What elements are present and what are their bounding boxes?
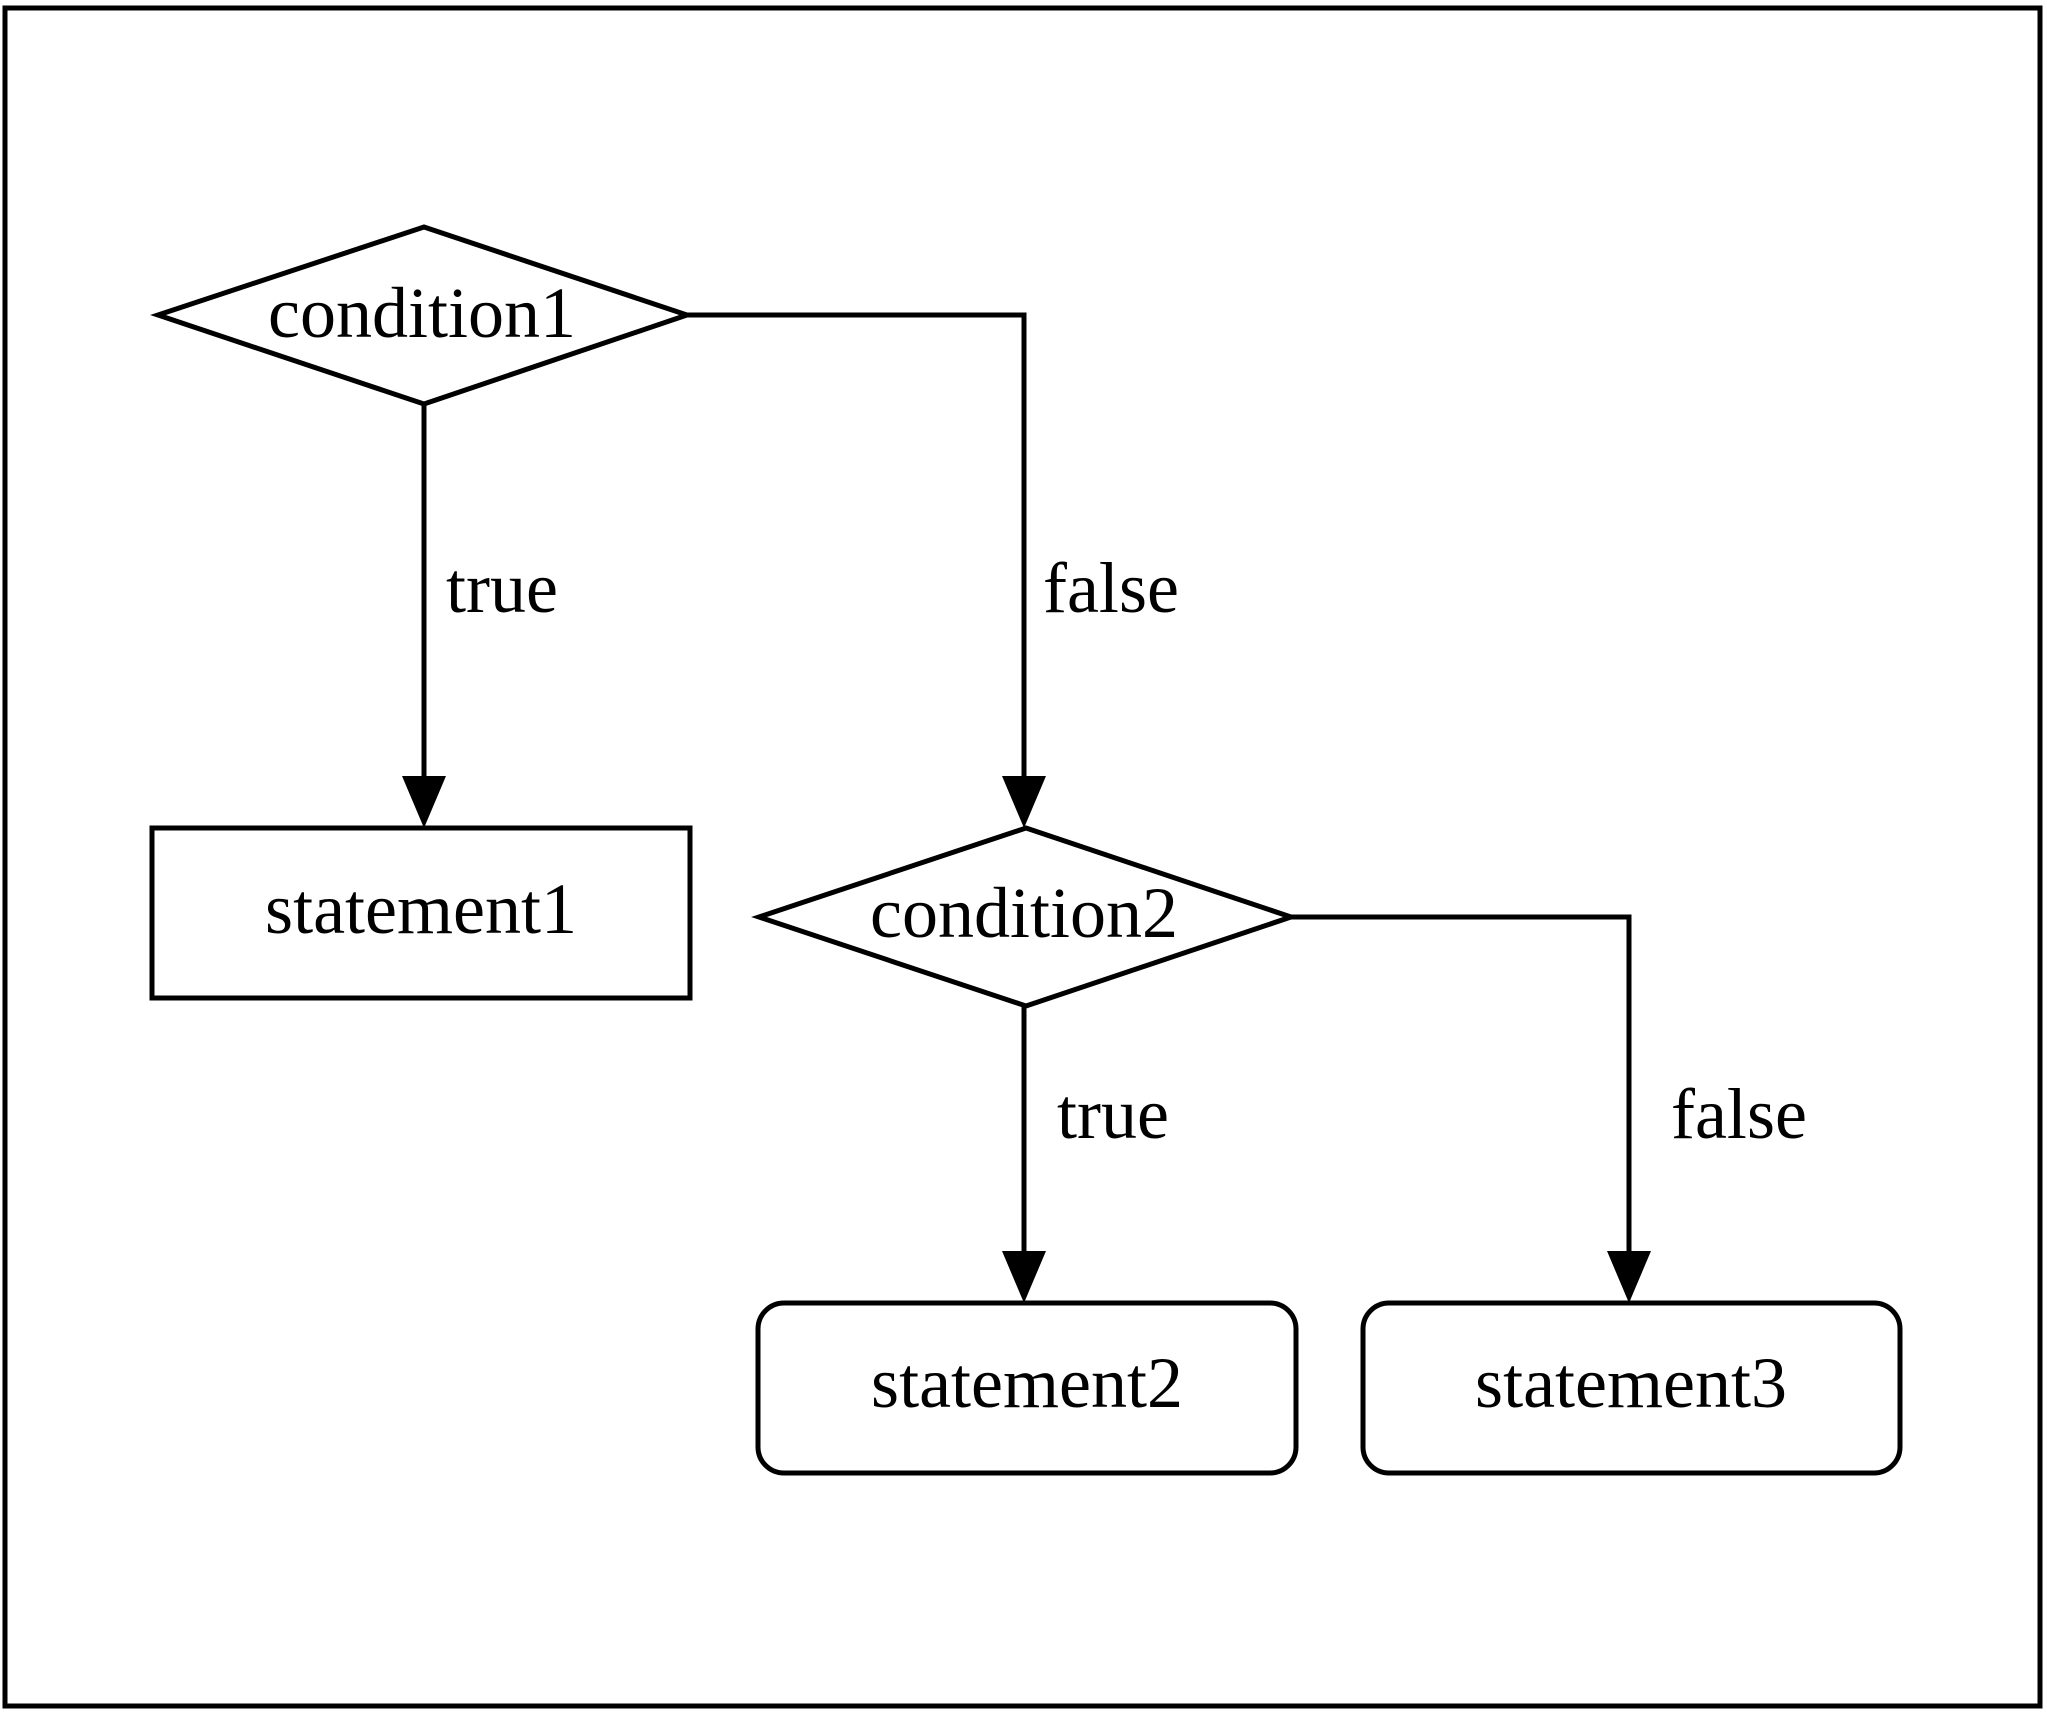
node-condition1: condition1: [150, 224, 695, 407]
arrowhead-icon: [1607, 1251, 1651, 1303]
node-label-condition2: condition2: [870, 873, 1178, 953]
edge-label-condition1-true: true: [446, 548, 558, 628]
node-label-statement3: statement3: [1475, 1343, 1787, 1423]
node-statement2: statement2: [755, 1300, 1299, 1476]
node-label-statement2: statement2: [871, 1343, 1183, 1423]
edge-condition1-false: [687, 312, 1046, 828]
edge-condition2-true: [1002, 1006, 1046, 1303]
edge-condition2-false: [1291, 914, 1651, 1303]
node-statement3: statement3: [1360, 1300, 1903, 1476]
edge-label-condition2-false: false: [1671, 1074, 1807, 1154]
node-condition2: condition2: [751, 825, 1299, 1009]
arrowhead-icon: [1002, 776, 1046, 828]
edge-label-condition1-false: false: [1043, 548, 1179, 628]
edge-label-condition2-true: true: [1057, 1074, 1169, 1154]
node-label-condition1: condition1: [268, 273, 576, 353]
node-statement1: statement1: [149, 825, 693, 1001]
arrowhead-icon: [402, 776, 446, 828]
node-label-statement1: statement1: [265, 869, 577, 949]
arrowhead-icon: [1002, 1251, 1046, 1303]
edge-condition1-true: [402, 404, 446, 828]
